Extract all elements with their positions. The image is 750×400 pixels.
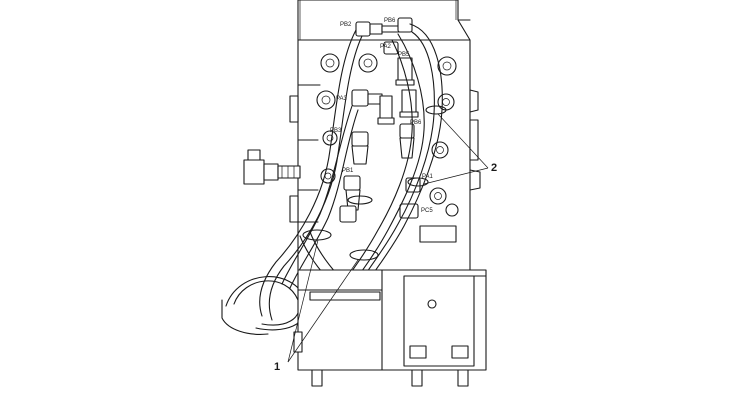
port-label-pa3: PA3 [336, 96, 348, 102]
port-label-pb6: PB6 [410, 120, 422, 126]
callout-number-2: 2 [491, 162, 497, 174]
port-fittings [339, 17, 421, 223]
callout-leaders [287, 113, 489, 363]
port-label-pc5: PC5 [421, 208, 433, 214]
valve-block-upper [289, 0, 481, 271]
port-label-pa1: PA1 [422, 174, 434, 180]
hydraulic-hoses [221, 23, 447, 335]
port-labels: PB2 PB6 PA2 PA3 PB3 PB1 PB6 PB5 PA1 PC5 [330, 18, 434, 214]
block-bolts [316, 53, 459, 217]
port-label-pb6-top: PB6 [384, 18, 396, 24]
port-label-pb1: PB1 [342, 168, 354, 174]
port-label-pa2: PA2 [380, 44, 392, 50]
port-label-pb2: PB2 [340, 22, 352, 28]
pressure-switch [243, 149, 301, 185]
callout-number-1: 1 [274, 361, 280, 373]
lower-housing [293, 269, 487, 387]
port-label-pb3: PB3 [330, 128, 342, 134]
port-label-pb5: PB5 [398, 52, 410, 58]
